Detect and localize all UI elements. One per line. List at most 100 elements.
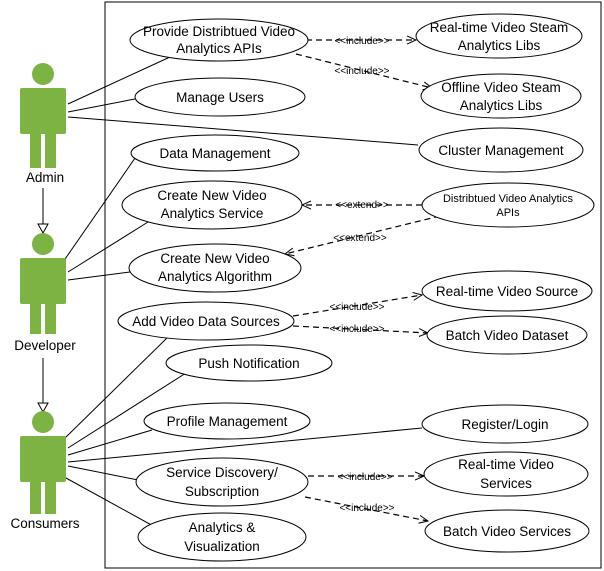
svg-text:Cluster Management: Cluster Management [438, 143, 564, 158]
svg-text:Service Discovery/Subscription: Service Discovery/Subscription [166, 465, 278, 499]
use-case-label: Real-time Video Steam [430, 20, 569, 35]
use-case-label: Data Management [159, 146, 270, 161]
svg-text:Real-time Video Source: Real-time Video Source [436, 284, 578, 299]
include-line-realtime-source [292, 295, 422, 317]
svg-text:Batch Video Services: Batch Video Services [443, 524, 571, 539]
assoc-cons-profile [67, 429, 153, 456]
use-case-label: Create New Video [160, 251, 269, 266]
include-label: <<include>> [334, 36, 389, 47]
use-case-manage-users[interactable]: Manage Users [134, 77, 306, 117]
use-case-label: Manage Users [176, 90, 264, 105]
use-case-label: Push Notification [198, 356, 299, 371]
include-label: <<include>> [334, 66, 389, 77]
use-case-label: Real-time Video Source [436, 284, 578, 299]
use-case-label: Batch Video Services [443, 524, 571, 539]
use-case-register-login[interactable]: Register/Login [421, 404, 589, 444]
include-label: <<include>> [329, 324, 384, 335]
use-case-service-discovery[interactable]: Service Discovery/Subscription [135, 457, 309, 507]
include-label: <<include>> [337, 472, 392, 483]
use-case-label: Real-time Video [458, 457, 554, 472]
use-case-push-notification[interactable]: Push Notification [165, 344, 333, 382]
use-case-label: Offline Video Steam [441, 80, 561, 95]
use-case-add-sources[interactable]: Add Video Data Sources [117, 301, 295, 341]
use-case-label: Analytics Service [161, 206, 264, 221]
use-case-label: Visualization [184, 539, 260, 554]
use-case-label: Batch Video Dataset [446, 328, 569, 343]
use-case-profile-management[interactable]: Profile Management [143, 402, 311, 440]
svg-text:Profile Management: Profile Management [167, 414, 288, 429]
use-case-label: Register/Login [461, 417, 548, 432]
system-boundary [104, 1, 602, 569]
actor-label-admin: Admin [26, 170, 64, 185]
use-case-label: Subscription [185, 484, 259, 499]
assoc-admin-manage-users [67, 98, 136, 113]
use-case-batch-services[interactable]: Batch Video Services [424, 509, 590, 553]
actor-consumers: Consumers [10, 411, 80, 531]
use-case-label: Provide Distribtued Video [143, 24, 295, 39]
svg-text:Data Management: Data Management [159, 146, 270, 161]
assoc-cons-push [67, 372, 187, 449]
use-case-label: Create New Video [157, 188, 266, 203]
assoc-dev-create-service [67, 221, 149, 273]
include-label: <<include>> [329, 302, 384, 313]
assoc-cons-visualization [65, 477, 167, 534]
actor-label-consumers: Consumers [10, 516, 79, 531]
use-case-batch-dataset[interactable]: Batch Video Dataset [426, 315, 588, 355]
include-label: <<include>> [339, 503, 394, 514]
use-case-label: Analytics Libs [458, 38, 541, 53]
use-case-label: Analytics APIs [176, 41, 262, 56]
use-case-realtime-source[interactable]: Real-time Video Source [421, 270, 593, 312]
assoc-dev-data-management [62, 147, 143, 263]
use-case-label: Add Video Data Sources [132, 314, 280, 329]
use-case-analytics-visualization[interactable]: Analytics & Visualization [137, 512, 307, 562]
assoc-cons-add-sources [62, 336, 169, 441]
svg-text:Register/Login: Register/Login [461, 417, 548, 432]
svg-text:Batch Video Dataset: Batch Video Dataset [446, 328, 569, 343]
use-case-data-management[interactable]: Data Management [130, 134, 300, 172]
use-case-label: Analytics Libs [460, 98, 543, 113]
assoc-admin-cluster [67, 116, 419, 146]
use-case-label: Cluster Management [438, 143, 564, 158]
use-case-cluster-management[interactable]: Cluster Management [418, 127, 584, 173]
svg-text:Add Video Data Sources: Add Video Data Sources [132, 314, 280, 329]
svg-text:Push Notification: Push Notification [198, 356, 299, 371]
assoc-dev-create-algorithm [67, 271, 131, 281]
extend-label: <<extend>> [333, 233, 387, 244]
consumers-person-icon [20, 411, 66, 514]
use-case-label: Analytics Algorithm [158, 269, 272, 284]
use-case-label: Analytics & [189, 520, 256, 535]
assoc-admin-provide-apis [67, 56, 171, 105]
use-case-label: Distribtued Video Analytics [443, 193, 574, 205]
associations [62, 56, 423, 534]
extend-line-algorithm [285, 215, 441, 254]
svg-text:Analytics &Visualization: Analytics & Visualization [184, 520, 260, 554]
actor-admin: Admin [20, 63, 66, 185]
actor-label-developer: Developer [14, 338, 76, 353]
use-case-label: Profile Management [167, 414, 288, 429]
developer-person-icon [20, 233, 66, 334]
admin-person-icon [20, 63, 66, 168]
use-case-label: Service Discovery/ [166, 465, 278, 480]
relation-labels: <<include>> <<include>> <<extend>> <<ext… [329, 36, 394, 514]
use-case-label: APIs [496, 207, 520, 219]
assoc-cons-register [67, 427, 423, 463]
use-case-label: Services [480, 476, 532, 491]
include-line-offline-libs [295, 53, 432, 88]
dependencies [285, 40, 441, 521]
include-line-batch-dataset [292, 325, 428, 333]
